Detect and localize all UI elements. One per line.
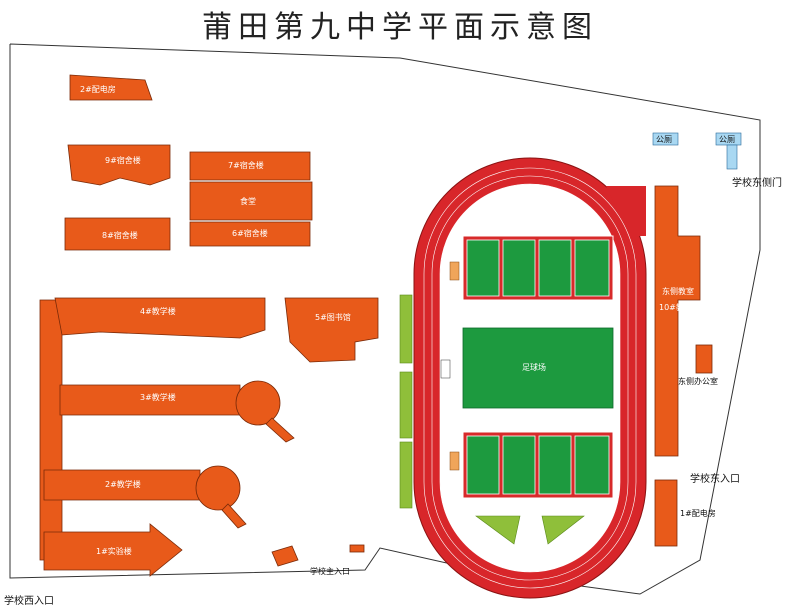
green-strip-1 — [399, 294, 413, 364]
building-5-library[interactable]: 5#图书馆 — [284, 297, 379, 363]
main-entrance-label: 学校主入口 — [310, 566, 350, 576]
building-1-power-room[interactable]: 1#配电房 — [654, 479, 716, 547]
east-office-label: 东侧办公室 — [678, 376, 718, 386]
toilet-2[interactable]: 公厕 — [715, 132, 742, 170]
toilet-1-label: 公厕 — [656, 135, 672, 144]
building-8-dorm-label: 8#宿舍楼 — [102, 230, 138, 240]
lawn-left — [475, 515, 521, 545]
canteen[interactable]: 食堂 — [189, 181, 313, 221]
building-7-dorm-label: 7#宿舍楼 — [228, 160, 264, 170]
building-2-teaching-label: 2#教学楼 — [105, 479, 141, 489]
green-strip-2 — [399, 371, 413, 439]
teaching-building-spine — [39, 299, 63, 561]
east-entrance-label: 学校东入口 — [690, 472, 740, 485]
basketball-courts-bottom[interactable] — [462, 431, 614, 499]
building-7-dorm[interactable]: 7#宿舍楼 — [189, 151, 311, 181]
toilet-1[interactable]: 公厕 — [652, 132, 679, 146]
building-9-dorm[interactable]: 9#宿舍楼 — [67, 144, 171, 186]
basketball-courts-top[interactable] — [462, 235, 614, 301]
building-2-power-room[interactable]: 2#配电房 — [69, 74, 153, 101]
lawn-right — [541, 515, 585, 545]
building-2-teaching[interactable]: 2#教学楼 — [43, 465, 247, 529]
map-title: 莆田第九中学平面示意图 — [202, 10, 598, 45]
building-6-dorm[interactable]: 6#宿舍楼 — [189, 221, 311, 247]
building-1-lab[interactable]: 1#实验楼 — [43, 523, 183, 577]
west-entrance-label: 学校西入口 — [4, 594, 54, 607]
green-strip-3 — [399, 441, 413, 509]
field-pad-mid — [440, 359, 451, 379]
building-3-teaching[interactable]: 3#教学楼 — [59, 380, 295, 443]
building-5-library-label: 5#图书馆 — [315, 312, 351, 322]
east-classroom-label: 东侧教室 — [662, 286, 694, 296]
building-10-teaching-label: 10#教学楼 — [659, 302, 700, 312]
building-8-dorm[interactable]: 8#宿舍楼 — [64, 217, 171, 251]
east-side-gate-label: 学校东侧门 — [732, 176, 782, 189]
building-4-teaching-label: 4#教学楼 — [140, 306, 176, 316]
east-office[interactable]: 东侧办公室 — [678, 344, 718, 386]
field-pad-top — [449, 261, 460, 281]
canteen-label: 食堂 — [240, 196, 256, 206]
football-field[interactable]: 足球场 — [462, 327, 614, 409]
football-field-label: 足球场 — [522, 362, 546, 372]
gate-house-left — [271, 545, 299, 567]
building-3-teaching-label: 3#教学楼 — [140, 392, 176, 402]
building-1-power-room-label: 1#配电房 — [680, 508, 716, 518]
gate-house-right — [349, 544, 365, 553]
building-4-teaching[interactable]: 4#教学楼 — [54, 297, 266, 339]
building-1-lab-label: 1#实验楼 — [96, 546, 132, 556]
toilet-2-label: 公厕 — [719, 135, 735, 144]
field-pad-bottom — [449, 451, 460, 471]
campus-boundary — [9, 43, 761, 595]
building-9-dorm-label: 9#宿舍楼 — [105, 155, 141, 165]
building-2-power-room-label: 2#配电房 — [80, 84, 116, 94]
building-10-teaching[interactable]: 东侧教室 10#教学楼 — [654, 185, 701, 457]
building-6-dorm-label: 6#宿舍楼 — [232, 228, 268, 238]
